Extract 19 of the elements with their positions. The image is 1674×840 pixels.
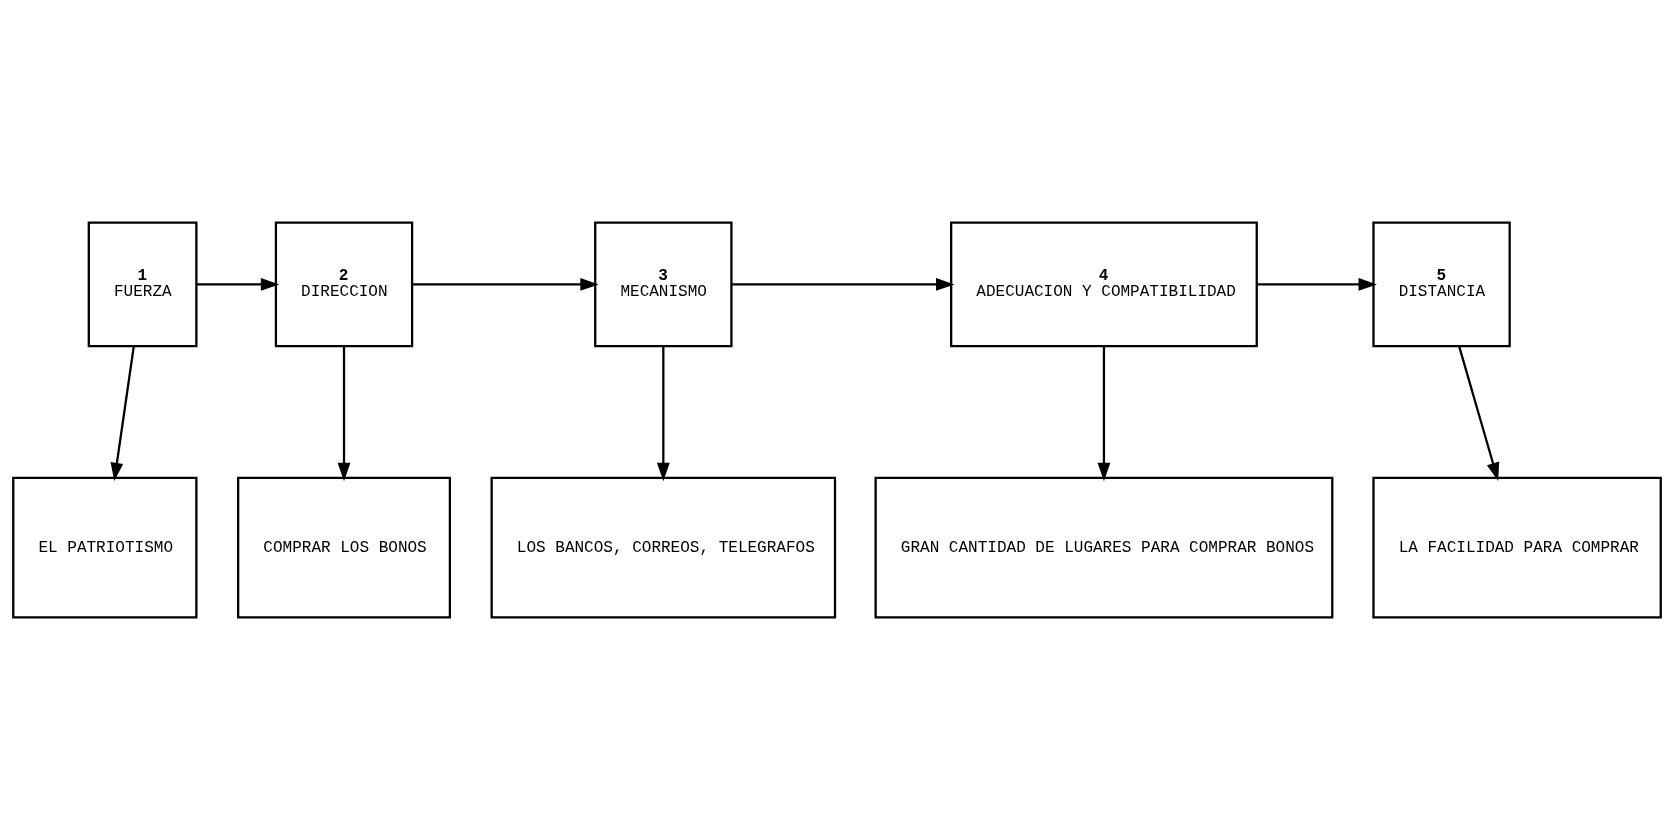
node-box: LA FACILIDAD PARA COMPRAR — [1372, 476, 1662, 619]
node-box: GRAN CANTIDAD DE LUGARES PARA COMPRAR BONOS — [874, 476, 1334, 619]
arrow — [196, 277, 280, 291]
arrow — [731, 277, 955, 291]
arrow — [337, 346, 351, 482]
node-box: LOS BANCOS, CORREOS, TELEGRAFOS — [490, 476, 837, 619]
arrow — [1097, 346, 1111, 482]
node-box: COMPRAR LOS BONOS — [237, 476, 452, 619]
arrow — [656, 346, 670, 482]
node-box: EL PATRIOTISMO — [12, 476, 198, 619]
arrow — [1458, 346, 1500, 481]
arrow — [110, 346, 135, 482]
node-box: 2 DIRECCION — [274, 221, 414, 348]
node-box: 1 FUERZA — [87, 221, 198, 348]
node-box: 3 MECANISMO — [594, 221, 733, 348]
node-box: 4 ADECUACION Y COMPATIBILIDAD — [950, 221, 1258, 348]
node-box: 5 DISTANCIA — [1372, 221, 1511, 348]
arrow — [1256, 277, 1377, 291]
arrow — [412, 277, 599, 291]
